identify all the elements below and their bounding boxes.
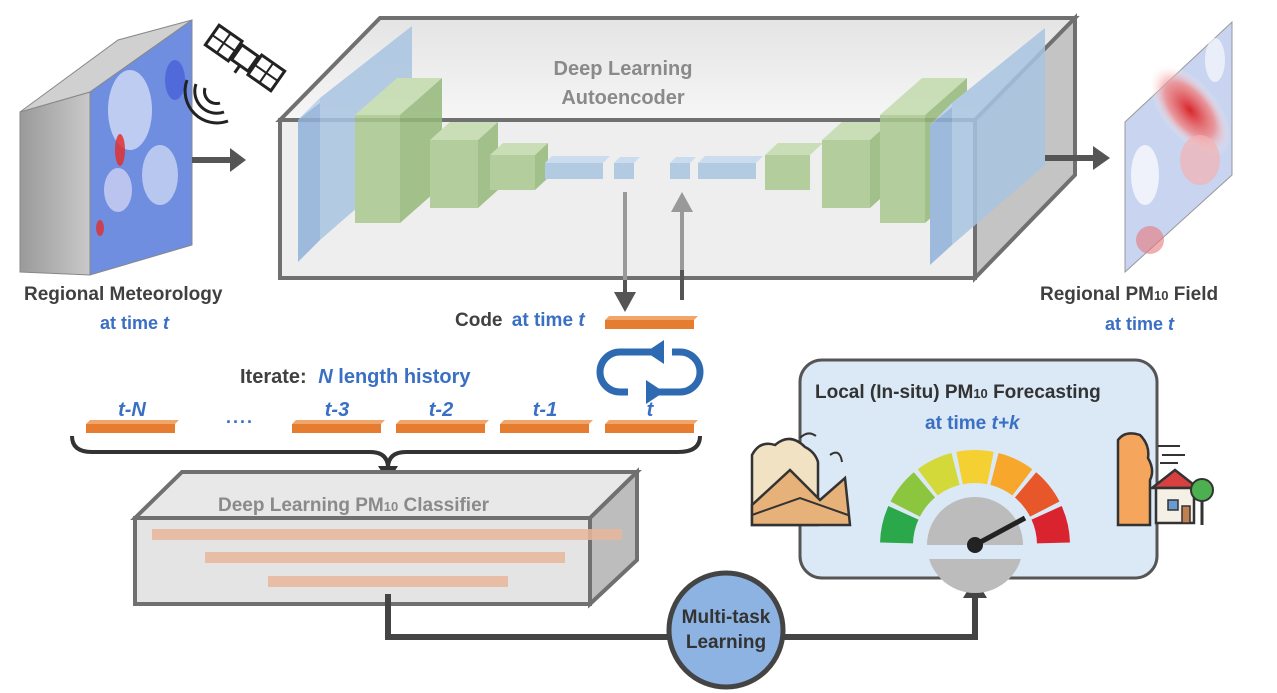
multitask-line2: Learning <box>685 631 767 653</box>
code-label-text: Code <box>455 310 503 331</box>
output-label-post: Field <box>1168 284 1219 305</box>
gauge-segment <box>880 506 919 544</box>
gauge-segment <box>1031 506 1070 544</box>
output-time-text: at time <box>1105 314 1164 334</box>
history-label: t-1 <box>532 399 558 421</box>
forecast-title-sub: 10 <box>973 386 988 401</box>
cycle-icon <box>596 348 704 396</box>
history-bar <box>500 420 593 433</box>
code-bar <box>605 316 698 329</box>
input-label: Regional Meteorology <box>24 284 223 305</box>
history-brace <box>70 435 702 469</box>
iterate-label: Iterate: N length history <box>240 366 471 389</box>
meteorology-block <box>19 19 193 276</box>
history-label: t <box>646 399 654 421</box>
history-label: t-N <box>118 399 146 421</box>
gauge-segment <box>917 452 960 496</box>
desert-dust-icon <box>750 432 852 527</box>
forecast-title-pre: Local (In-situ) PM <box>815 382 974 403</box>
code-label: Code at time t <box>455 310 585 332</box>
cycle-arrowhead-right <box>646 380 664 404</box>
classifier-title-pre: Deep Learning PM <box>218 495 384 516</box>
code-arrows <box>614 192 693 312</box>
classifier-title: Deep Learning PM10 Classifier <box>218 495 489 517</box>
code-time-var: t <box>578 310 585 331</box>
input-time-text: at time <box>100 313 159 333</box>
input-time-var: t <box>163 313 170 333</box>
code-time-text: at time <box>511 310 574 331</box>
iterate-suffix: length history <box>338 366 471 388</box>
autoencoder-title-line1: Deep Learning <box>554 58 693 80</box>
iterate-prefix: Iterate: <box>240 366 307 388</box>
history-bar <box>86 420 179 433</box>
history-label: .... <box>225 407 254 427</box>
gauge-segment <box>956 450 994 485</box>
gauge <box>880 450 1070 544</box>
history-bar <box>292 420 385 433</box>
history-bars <box>86 420 698 433</box>
gauge-needle <box>967 515 1027 553</box>
output-time-var: t <box>1168 314 1175 334</box>
input-time: at time t <box>100 313 169 334</box>
classifier-title-sub: 10 <box>383 499 399 514</box>
forecast-time-text: at time <box>925 413 987 434</box>
gauge-segment <box>1014 472 1060 517</box>
forecast-title: Local (In-situ) PM10 Forecasting <box>815 382 1101 404</box>
decoder-layers <box>670 28 1045 265</box>
pm10-field-map <box>1124 20 1233 274</box>
multitask-circle <box>666 570 786 690</box>
multitask-line1: Multi-task <box>681 607 771 628</box>
output-label-sub: 10 <box>1154 288 1169 303</box>
autoencoder-title-line2: Autoencoder <box>561 87 685 109</box>
input-arrowhead <box>230 148 246 172</box>
forecast-title-post: Forecasting <box>987 382 1101 403</box>
history-label: t-3 <box>324 399 350 421</box>
city-dust-icon <box>1116 432 1214 527</box>
history-bar <box>605 420 698 433</box>
output-label: Regional PM10 Field <box>1040 284 1218 306</box>
classifier-title-post: Classifier <box>398 495 490 516</box>
classifier-box <box>130 467 642 609</box>
forecast-time: at time t+k <box>925 413 1020 435</box>
history-label: t-2 <box>428 399 454 421</box>
history-bar <box>396 420 489 433</box>
encoder-layers <box>298 26 640 262</box>
gauge-segment <box>890 472 936 517</box>
iterate-var: N <box>318 366 333 388</box>
output-arrowhead <box>1093 146 1110 170</box>
signal-waves-icon <box>183 79 229 125</box>
multitask-label: Multi-task Learning <box>666 607 786 654</box>
forecast-time-var: t+k <box>991 413 1020 434</box>
output-label-pre: Regional PM <box>1040 284 1155 305</box>
output-time: at time t <box>1105 314 1174 335</box>
cycle-arrowhead-left <box>646 340 664 364</box>
satellite-icon <box>203 23 287 93</box>
gauge-segment <box>990 452 1033 496</box>
